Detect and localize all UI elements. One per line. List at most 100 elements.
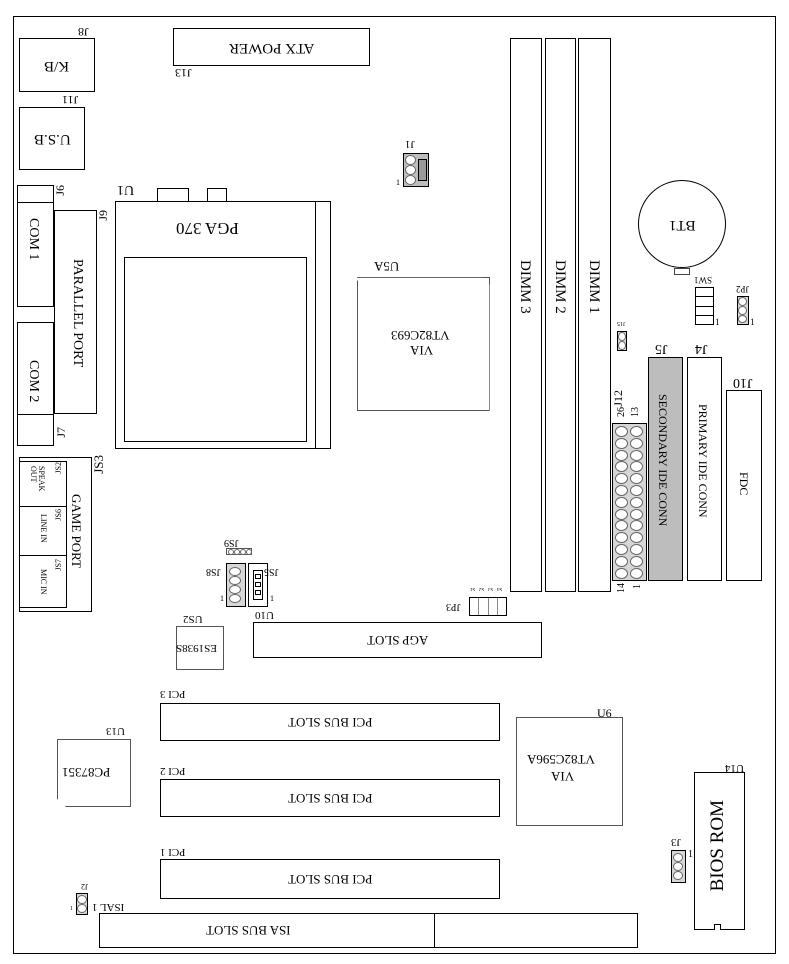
board-outline (13, 16, 776, 954)
j1-ref: J1 (405, 138, 415, 150)
j12-pin (630, 555, 643, 567)
j12-pin (615, 532, 628, 544)
j3-ref: J3 (671, 836, 681, 848)
j8-ref: J8 (78, 25, 89, 39)
j12-pin (630, 473, 643, 485)
pci1-label: PCI BUS SLOT (287, 871, 373, 887)
j3-pin1: 1 (688, 849, 693, 860)
j12-pin13: 13 (630, 407, 641, 417)
agp-slot-label: AGP SLOT (366, 632, 429, 648)
j12-pin (615, 508, 628, 520)
fdc-connector (726, 390, 762, 581)
line-in-label: LINE IN (39, 514, 48, 543)
pci1-ref: PCI 1 (160, 846, 186, 858)
j12-pin (630, 520, 643, 532)
jp3-pin-s1: S1 (470, 586, 476, 591)
pci-slot-3: PCI BUS SLOT (160, 703, 500, 741)
j12-ref: J12 (611, 390, 625, 407)
com2-label: COM 2 (26, 360, 41, 403)
south-bridge-chip (516, 717, 623, 826)
u1-ref: U1 (117, 182, 135, 197)
mic-in-label: MIC IN (39, 569, 48, 595)
com1-label: COM 1 (26, 218, 41, 261)
battery-clip (674, 268, 690, 275)
js8-connector (226, 563, 246, 607)
js3-ref: JS3 (91, 455, 106, 474)
jp3-pin-s4: S4 (497, 586, 503, 591)
js2-ref: JS2 (54, 462, 63, 474)
j12-pin (630, 496, 643, 508)
j12-pin (615, 426, 628, 437)
j12-pin (630, 426, 643, 437)
sw1-ref: SW1 (694, 275, 712, 285)
j2-ref: J2 (81, 882, 89, 891)
j15-jumper (617, 331, 627, 351)
js8-pin1: 1 (220, 594, 224, 603)
j12-pin (615, 496, 628, 508)
js9-header (226, 548, 252, 555)
jp2-jumper (737, 296, 749, 325)
north-bridge-brand: VIA (410, 343, 434, 358)
dimm-slot-3 (510, 38, 542, 592)
js8-ref: JS8 (206, 566, 221, 577)
j12-pin (630, 449, 643, 461)
dimm3-label: DIMM 3 (517, 260, 533, 314)
bt1-ref: BT1 (668, 216, 696, 233)
atx-power-connector: ATX POWER (173, 28, 370, 66)
keyboard-connector: K/B (19, 38, 95, 92)
js7-ref: JS7 (54, 559, 63, 571)
audio-jacks-block (19, 461, 67, 608)
isa-slot (99, 913, 638, 948)
j1-jumper (403, 153, 429, 187)
js6-ref: JS6 (54, 509, 63, 521)
j3-jumper (671, 850, 686, 883)
j13-ref: J13 (175, 66, 192, 80)
isal1-ref: ISAL 1 (92, 901, 125, 913)
js9-ref: JS9 (224, 537, 239, 548)
j11-ref: J11 (62, 93, 79, 107)
jp3-jumper (469, 597, 507, 616)
agp-slot: AGP SLOT (253, 622, 542, 658)
j10-ref: J10 (733, 375, 753, 390)
j12-header (612, 423, 647, 581)
pci3-ref: PCI 3 (160, 688, 186, 700)
south-bridge-model: VT82C596A (527, 752, 595, 767)
isa-slot-label: ISA BUS SLOT (206, 923, 291, 938)
jp2-ref: JP2 (736, 284, 750, 294)
j12-pin (630, 508, 643, 520)
jp3-ref: JP3 (446, 601, 461, 612)
pci2-ref: PCI 2 (160, 765, 186, 777)
north-bridge-model: VT82C693 (391, 328, 450, 343)
u13-ref: U13 (106, 725, 125, 737)
cpu-label: PGA 370 (176, 219, 239, 238)
us2-ref: US2 (183, 613, 203, 625)
j9-ref: J9 (96, 210, 110, 221)
sw1-pin1: 1 (715, 317, 720, 327)
js5-connector (248, 563, 268, 607)
j12-pin (630, 532, 643, 544)
dimm1-label: DIMM 1 (586, 260, 602, 314)
bios-rom (694, 772, 745, 930)
j12-pin (630, 567, 643, 579)
j4-ref: J4 (695, 341, 708, 356)
j12-pin14: 14 (616, 583, 627, 593)
u10-ref: U10 (255, 609, 274, 621)
secondary-ide-connector (648, 357, 683, 581)
j2-pin1: 1 (70, 906, 73, 912)
j12-pin (615, 461, 628, 473)
j12-pin (615, 473, 628, 485)
j12-pin26: 26 (616, 407, 627, 417)
usb-label: U.S.B (33, 131, 71, 147)
speak-out-label: SPEAK OUT (29, 466, 46, 492)
j5-ref: J5 (655, 341, 668, 356)
j1-pin1: 1 (396, 178, 400, 187)
dimm-slot-2 (545, 38, 576, 592)
dimm2-label: DIMM 2 (552, 260, 568, 314)
pci2-label: PCI BUS SLOT (287, 790, 373, 806)
cpu-tab-1 (157, 188, 189, 202)
j12-pin (615, 555, 628, 567)
jp2-pin1: 1 (750, 317, 755, 327)
j12-pin (630, 544, 643, 555)
j12-pin (615, 544, 628, 555)
atx-power-label: ATX POWER (228, 39, 315, 56)
